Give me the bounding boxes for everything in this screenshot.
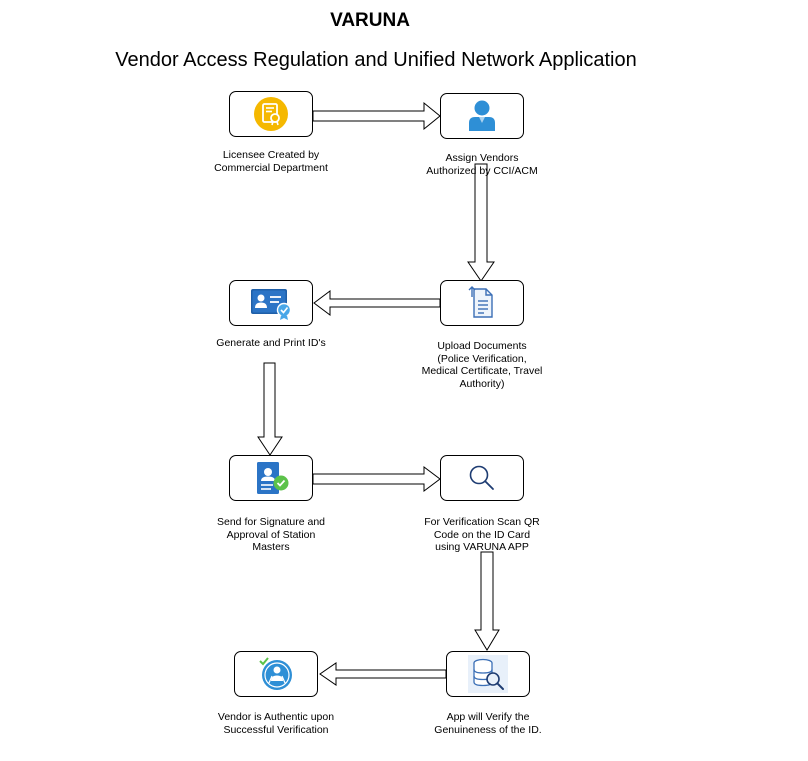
step-label-upload-documents: Upload Documents (Police Verification, M… (421, 340, 543, 390)
database-search-icon (468, 655, 508, 693)
arrow-step5-to-step6 (312, 466, 441, 492)
step-label-generate-ids: Generate and Print ID's (216, 337, 326, 349)
arrow-step6-to-step7 (474, 551, 500, 651)
step-label-app-verify: App will Verify the Genuineness of the I… (434, 711, 542, 736)
step-box-generate-ids (229, 280, 313, 326)
arrow-step2-to-step3 (467, 163, 495, 282)
page-subtitle: Vendor Access Regulation and Unified Net… (115, 49, 637, 71)
step-label-signature-approval: Send for Signature and Approval of Stati… (217, 516, 325, 553)
step-box-vendor-authentic (234, 651, 318, 697)
page-title: VARUNA (330, 10, 410, 31)
search-icon (469, 465, 494, 490)
approval-icon (257, 462, 289, 494)
step-label-scan-qr: For Verification Scan QR Code on the ID … (424, 516, 540, 553)
id-card-icon (251, 289, 292, 320)
step-label-licensee: Licensee Created by Commercial Departmen… (214, 149, 328, 174)
step-label-assign-vendors: Assign Vendors Authorized by CCI/ACM (426, 152, 538, 177)
arrow-step1-to-step2 (312, 101, 441, 131)
step-box-assign-vendors (440, 93, 524, 139)
certificate-icon (254, 97, 288, 131)
arrow-step7-to-step8 (319, 662, 447, 686)
step-box-app-verify (446, 651, 530, 697)
step-box-upload-documents (440, 280, 524, 326)
user-icon (469, 100, 495, 131)
step-box-scan-qr (440, 455, 524, 501)
verified-user-icon (259, 657, 292, 690)
step-label-vendor-authentic: Vendor is Authentic upon Successful Veri… (217, 711, 335, 736)
arrow-step4-to-step5 (257, 362, 283, 456)
step-box-licensee (229, 91, 313, 137)
document-icon (468, 286, 493, 318)
arrow-step3-to-step4 (313, 290, 441, 316)
step-box-signature-approval (229, 455, 313, 501)
